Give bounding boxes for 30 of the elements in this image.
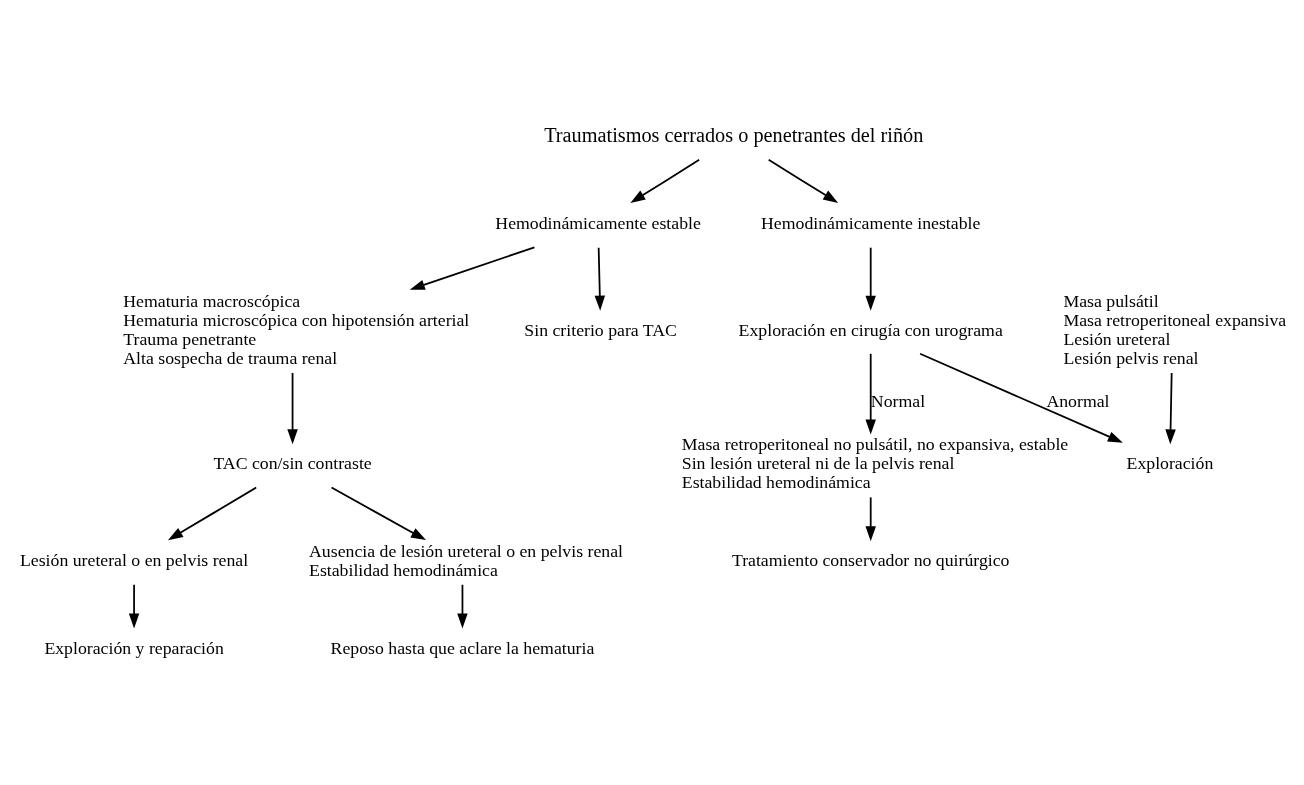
edge-label: Anormal — [1046, 390, 1110, 411]
arrow — [865, 246, 876, 311]
node-text: Reposo hasta que aclare la hematuria — [330, 637, 595, 658]
node-text: Masa pulsátil Masa retroperitoneal expansiva Lesión ureteral Lesión pelvis renal — [1063, 290, 1287, 368]
node-text: Exploración en cirugía con urograma — [738, 319, 1003, 340]
node-text: Hemodinámicamente estable — [495, 212, 701, 233]
node-text: Traumatismos cerrados o penetrantes del riñón — [544, 123, 924, 146]
node-text: Tratamiento conservador no quirúrgico — [731, 549, 1010, 570]
arrow — [167, 486, 258, 540]
node-text: Hemodinámicamente inestable — [761, 212, 981, 233]
node-text: Exploración — [1126, 452, 1214, 473]
node-text: Hematuria macroscópica Hematuria microscópica con hipotensión arterial Trauma penetrante Alta sospecha de trauma renal — [123, 290, 470, 368]
arrow — [594, 246, 606, 311]
node-text: Ausencia de lesión ureteral o en pelvis renal Estabilidad hemodinámica — [309, 540, 623, 580]
arrow — [1165, 371, 1176, 444]
arrow — [865, 352, 876, 435]
arrow — [287, 371, 298, 444]
node-text: Exploración y reparación — [44, 637, 224, 658]
arrow — [865, 495, 876, 541]
node-text: Masa retroperitoneal no pulsátil, no expansiva, estable Sin lesión ureteral ni de la pelvis renal Estabilidad hemodinámica — [681, 433, 1069, 492]
node-text: Lesión ureteral o en pelvis renal — [19, 549, 249, 570]
arrow — [128, 583, 140, 628]
arrow — [630, 158, 701, 203]
arrow — [330, 486, 426, 540]
arrow — [767, 158, 839, 203]
arrow — [457, 583, 468, 628]
arrow — [919, 352, 1123, 443]
arrow — [409, 245, 536, 290]
node-text: TAC con/sin contraste — [213, 452, 372, 473]
node-text: Sin criterio para TAC — [524, 319, 677, 340]
